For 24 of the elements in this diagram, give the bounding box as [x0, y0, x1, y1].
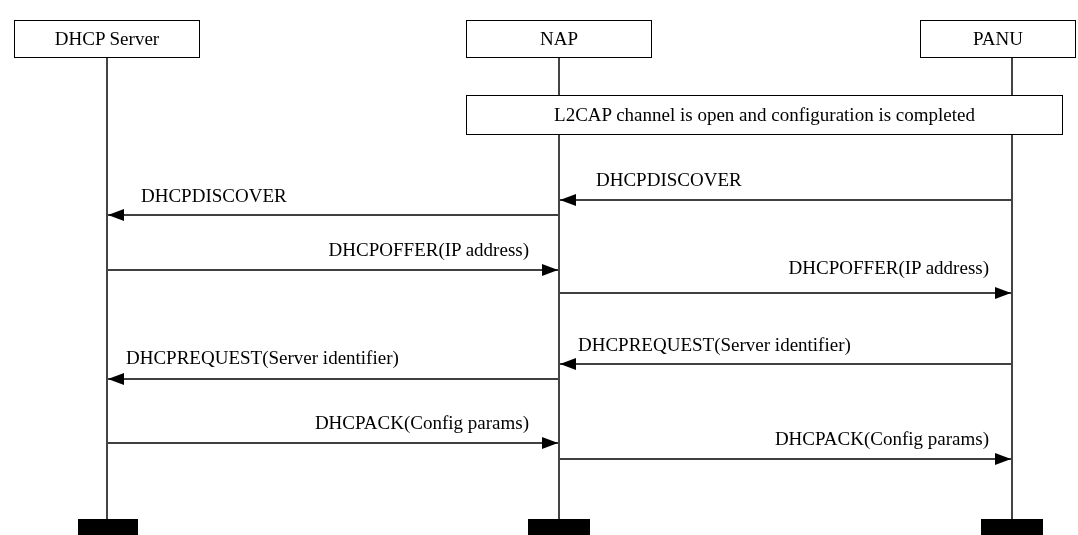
message-arrow — [107, 209, 559, 221]
participant-box: PANU — [920, 20, 1076, 58]
edge-label: DHCPREQUEST(Server identifier) — [125, 348, 400, 368]
message-arrow — [107, 264, 559, 276]
lifeline — [558, 58, 560, 519]
lifeline-end-bar — [981, 519, 1043, 535]
edge-label: DHCPACK(Config params) — [773, 429, 990, 449]
lifeline-end-bar — [528, 519, 590, 535]
message-arrow — [559, 358, 1012, 370]
lifeline-end-bar — [78, 519, 138, 535]
edge-label: DHCPREQUEST(Server identifier) — [577, 335, 852, 355]
message-arrow — [559, 287, 1012, 299]
message-arrow — [559, 453, 1012, 465]
note-box: L2CAP channel is open and configuration is completed — [466, 95, 1063, 135]
participant-box: NAP — [466, 20, 652, 58]
edge-label: DHCPOFFER(IP address) — [787, 258, 990, 278]
message-arrow — [107, 373, 559, 385]
lifeline — [106, 58, 108, 519]
message-arrow — [559, 194, 1012, 206]
edge-label: DHCPACK(Config params) — [313, 413, 530, 433]
message-arrow — [107, 437, 559, 449]
participant-box: DHCP Server — [14, 20, 200, 58]
edge-label: DHCPOFFER(IP address) — [327, 240, 530, 260]
lifeline — [1011, 58, 1013, 519]
